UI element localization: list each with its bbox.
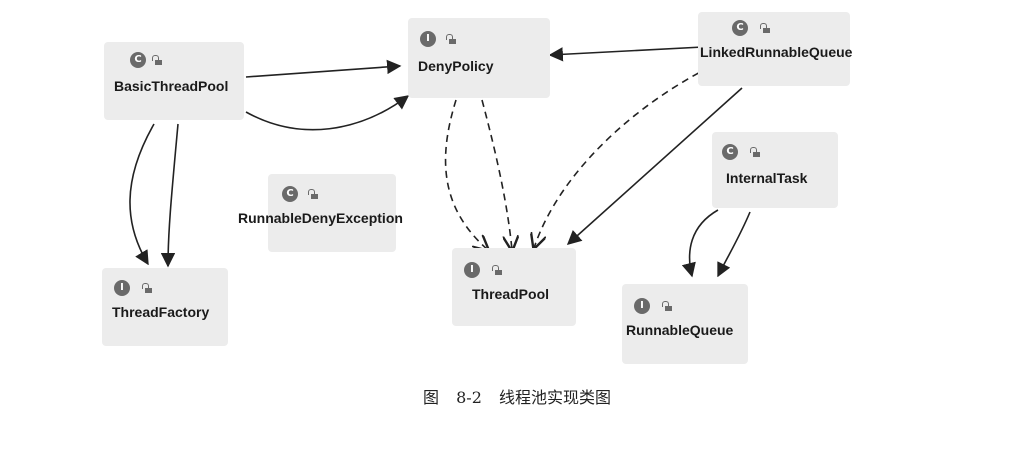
node-label: InternalTask <box>726 170 808 186</box>
interface-kind-icon: I <box>114 280 130 296</box>
node-label: RunnableDenyException <box>238 210 403 226</box>
node-deny-policy: I DenyPolicy <box>408 18 550 98</box>
edge-InternalTask-to-RunnableQueue <box>717 211 751 278</box>
node-thread-pool: I ThreadPool <box>452 248 576 326</box>
class-kind-icon: C <box>282 186 298 202</box>
node-linked-runnable-queue: C LinkedRunnableQueue <box>698 12 853 86</box>
lock-icon <box>446 34 456 44</box>
node-label: ThreadPool <box>472 286 550 302</box>
edge-LinkedRunnableQueue-to-DenyPolicy <box>548 45 723 62</box>
edge-DenyPolicy-to-ThreadPool <box>481 99 512 250</box>
class-kind-icon: C <box>732 20 748 36</box>
class-kind-icon: C <box>722 144 738 160</box>
edge-BasicThreadPool-to-ThreadFactory <box>129 123 155 266</box>
interface-kind-icon: I <box>420 31 436 47</box>
node-label: LinkedRunnableQueue <box>700 44 853 60</box>
lock-icon <box>308 189 318 199</box>
class-kind-icon: C <box>130 52 146 68</box>
interface-kind-icon: I <box>464 262 480 278</box>
figure-caption: 图 8-2 线程池实现类图 <box>423 388 611 407</box>
node-runnable-deny-exception: C RunnableDenyException <box>238 174 403 252</box>
node-basic-thread-pool: C BasicThreadPool <box>104 42 244 120</box>
node-label: RunnableQueue <box>626 322 734 338</box>
node-thread-factory: I ThreadFactory <box>102 268 228 346</box>
edge-BasicThreadPool-to-DenyPolicy <box>245 95 410 131</box>
lock-icon <box>492 265 502 275</box>
lock-icon <box>142 283 152 293</box>
node-label: DenyPolicy <box>418 58 494 74</box>
edge-LinkedRunnableQueue-to-ThreadPool <box>566 87 743 245</box>
edge-BasicThreadPool-to-DenyPolicy <box>245 59 402 78</box>
edge-DenyPolicy-to-ThreadPool <box>444 99 488 250</box>
lock-icon <box>662 301 672 311</box>
lock-icon <box>760 23 770 33</box>
edge-InternalTask-to-RunnableQueue <box>681 209 719 278</box>
node-internal-task: C InternalTask <box>712 132 838 208</box>
node-label: ThreadFactory <box>112 304 210 320</box>
edge-LinkedRunnableQueue-to-ThreadPool <box>534 61 721 248</box>
lock-icon <box>152 55 162 65</box>
node-label: BasicThreadPool <box>114 78 229 94</box>
lock-icon <box>750 147 760 157</box>
edge-BasicThreadPool-to-ThreadFactory <box>160 123 179 268</box>
interface-kind-icon: I <box>634 298 650 314</box>
node-runnable-queue: I RunnableQueue <box>622 284 748 364</box>
